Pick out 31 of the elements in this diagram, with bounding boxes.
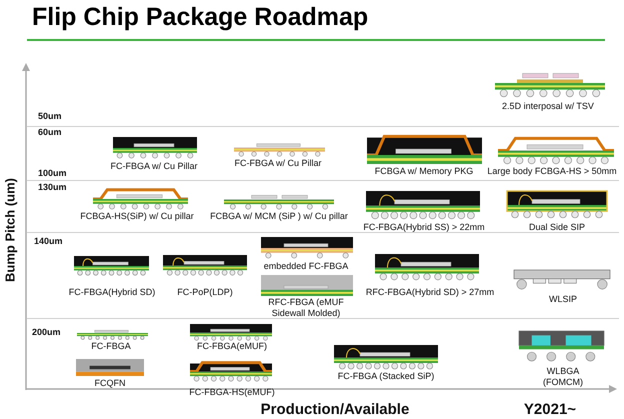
package-caption: 2.5D interposal w/ TSV [502,101,594,111]
package-caption: RFC-FBGA(Hybrid SD) > 27mm [366,287,494,297]
package-caption: FC-FBGA-HS(eMUF) [189,387,275,397]
axis-title: Bump Pitch (um) [2,178,18,282]
axis-title: Y2021~ [524,401,576,418]
package-caption: FC-FBGA (Stacked SiP) [338,371,434,381]
package-caption: FCBGA-HS(SiP) w/ Cu pillar [80,211,194,221]
pitch-label: 100um [38,168,67,178]
title: Flip Chip Package Roadmap [32,3,368,32]
package-caption: FC-FBGA w/ Cu Pillar [234,158,322,168]
package-caption: FCQFN [94,378,126,388]
axis-title: Production/Available [260,401,410,418]
package-caption: WLBGA (FOMCM) [542,366,584,388]
pitch-label: 200um [32,327,61,337]
package-caption: FCBGA w/ MCM (SiP ) w/ Cu pillar [210,211,348,221]
package-caption: FC-FBGA(Hybrid SS) > 22mm [363,222,485,232]
pitch-label: 60um [38,127,62,137]
package-caption: RFC-FBGA (eMUF Sidewall Molded) [267,297,345,319]
package-caption: Dual Side SIP [528,222,586,232]
package-caption: WLSIP [549,294,577,304]
package-caption: FC-FBGA(eMUF) [197,341,267,351]
pitch-label: 130um [38,182,67,192]
package-caption: FC-PoP(LDP) [177,287,233,297]
package-caption: FCBGA w/ Memory PKG [374,166,474,176]
package-caption: FC-FBGA(Hybrid SD) [68,287,156,297]
pitch-label: 140um [34,236,63,246]
package-caption: FC-FBGA w/ Cu Pillar [110,161,198,171]
package-caption: embedded FC-FBGA [264,261,348,271]
package-caption: Large body FCBGA-HS > 50mm [487,166,617,176]
pitch-label: 50um [38,111,62,121]
package-caption: FC-FBGA [91,341,131,351]
